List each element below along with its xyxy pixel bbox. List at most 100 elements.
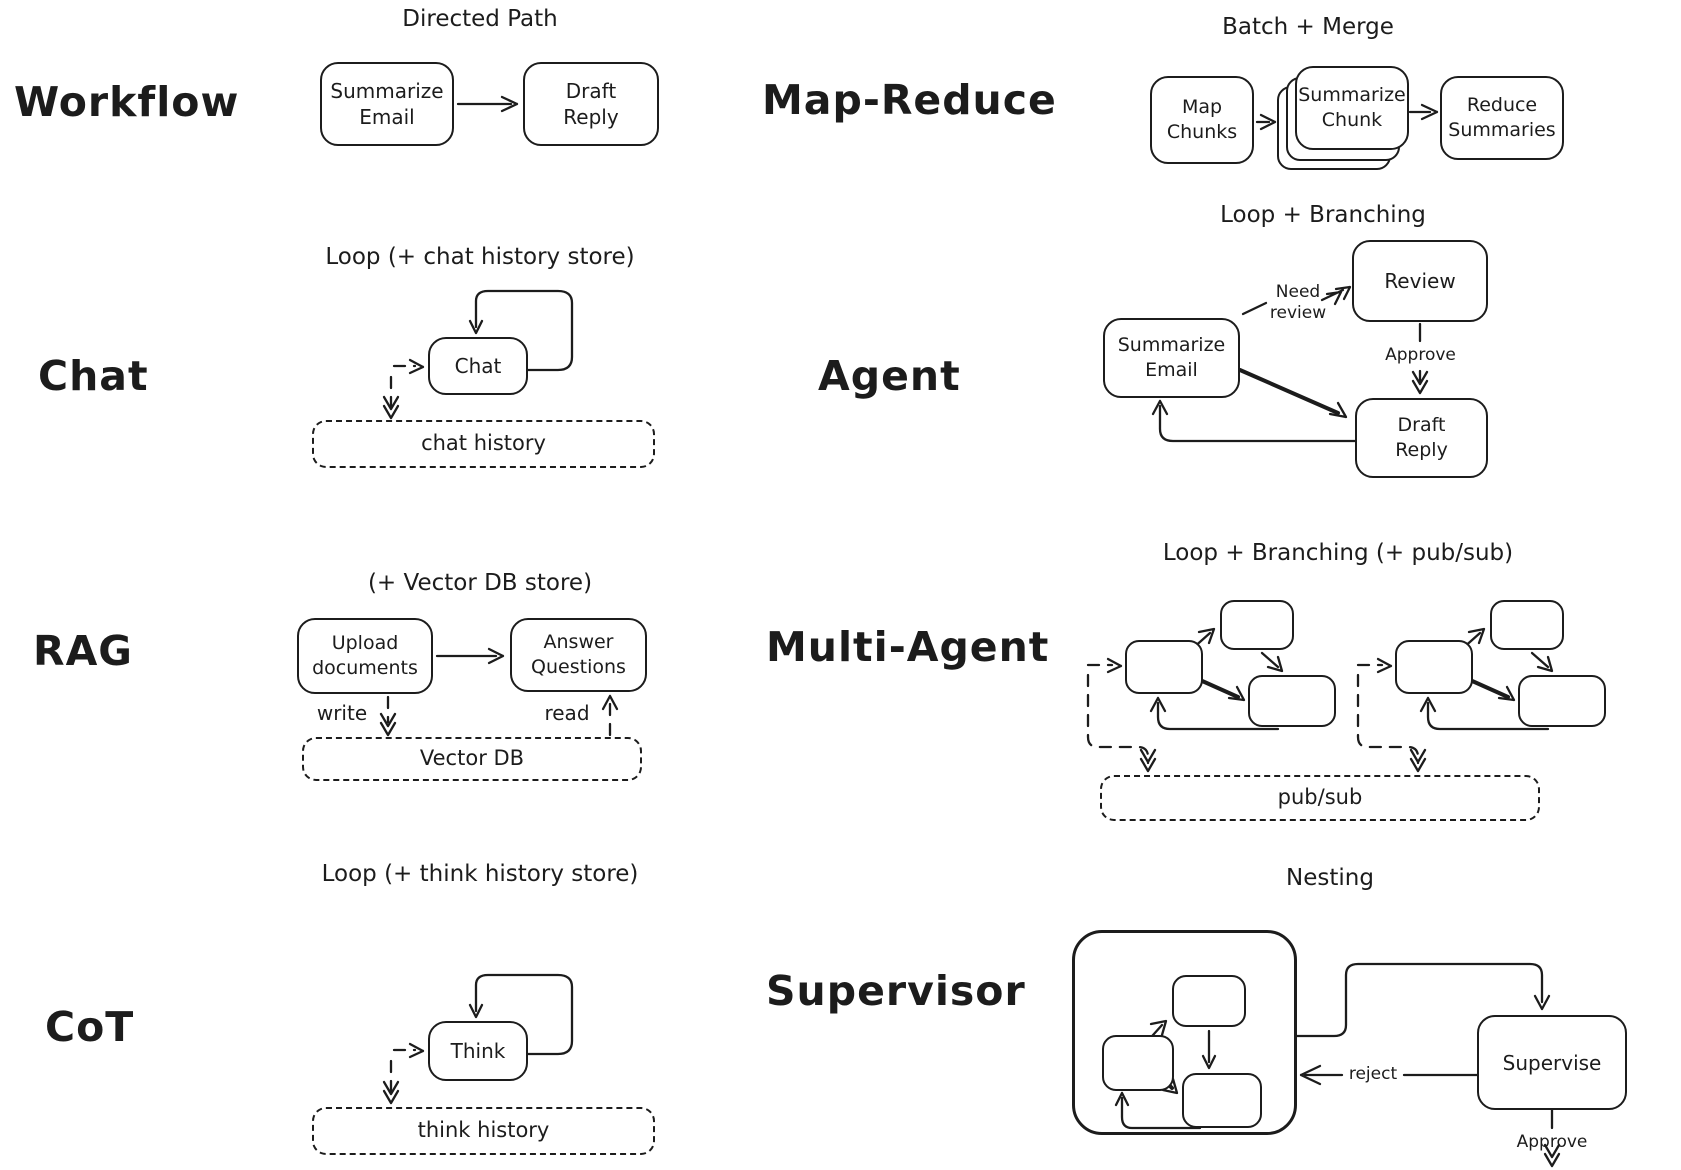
supervisor-inner-loop-bottom-to-left [1114,1091,1202,1130]
cot-panel: CoT Loop (+ think history store) Think t… [0,845,700,1170]
supervisor-edge-label-approve: Approve [1516,1132,1588,1152]
supervisor-label: Supervisor [766,967,1026,1015]
multi-agent-title: Loop + Branching (+ pub/sub) [1162,540,1514,566]
chat-label: Chat [38,352,149,400]
workflow-node-draft-reply: Draft Reply [523,62,659,146]
map-reduce-arrow-stack-to-reduce [1408,103,1439,121]
multi-agent-wires [1086,627,1554,773]
multi-agent-c1-dashed-in-head [1106,657,1123,674]
supervisor-inner-box-bottom [1182,1073,1262,1128]
supervisor-approve-arrowhead [1543,1143,1561,1168]
rag-node-upload-documents: Upload documents [297,618,433,694]
workflow-title: Directed Path [402,6,558,32]
cot-history-in-arrowhead [408,1042,425,1059]
multi-agent-c2-arrow-left-to-bottom-head [1497,685,1516,702]
chat-history-down-arrowhead [382,395,400,420]
rag-node-answer-questions: Answer Questions [510,618,647,692]
agent-wires [1151,285,1429,443]
multi-agent-c2-loop-bottom-to-left [1419,696,1550,731]
cot-node-think: Think [428,1021,528,1081]
supervisor-reject-arrowhead [1299,1064,1322,1086]
multi-agent-c1-arrow-left-to-bottom [1198,678,1240,699]
multi-agent-c1-box-bottom [1248,675,1336,727]
supervisor-node-supervise: Supervise [1477,1015,1627,1110]
map-reduce-panel: Map-Reduce Batch + Merge Map Chunks Summ… [700,0,1681,200]
rag-write-arrowhead [379,712,397,737]
cot-history-down-arrowhead [382,1080,400,1105]
workflow-wires [456,95,519,113]
agent-panel: Agent Loop + Branching Review Summarize … [700,190,1681,510]
chat-node-chat-history: chat history [312,420,655,468]
supervisor-inner-arrow-left-to-bottom-head [1161,1077,1179,1095]
rag-title: (+ Vector DB store) [367,570,593,596]
agent-label: Agent [818,352,961,400]
multi-agent-label: Multi-Agent [766,623,1050,671]
multi-agent-c2-box-top [1490,600,1564,650]
chat-node-chat: Chat [428,337,528,395]
supervisor-wires [1114,962,1561,1168]
workflow-label: Workflow [14,78,240,126]
agent-arrow-summarize-to-draft [1238,368,1340,415]
multi-agent-c2-pubsub-drop-head [1409,748,1427,773]
rag-arrow-upload-to-answer [435,647,505,665]
multi-agent-c2-box-bottom [1518,675,1606,727]
chat-wires [382,289,574,420]
map-reduce-node-summarize-chunk: Summarize Chunk [1295,66,1409,150]
multi-agent-c1-loop-bottom-to-left [1149,696,1280,731]
rag-edge-label-write: write [316,701,368,725]
multi-agent-c1-pubsub-drop-head [1139,748,1157,773]
multi-agent-c2-box-left [1395,640,1473,694]
workflow-node-summarize-email: Summarize Email [320,62,454,146]
agent-arrow-draft-to-summarize [1151,399,1357,443]
workflow-panel: Workflow Directed Path Summarize Email D… [0,0,700,190]
map-reduce-node-reduce-summaries: Reduce Summaries [1440,76,1564,160]
cot-label: CoT [45,1003,135,1051]
rag-panel: RAG (+ Vector DB store) Upload documents… [0,545,700,845]
multi-agent-c1-box-top [1220,600,1294,650]
multi-agent-c2-pubsub-drop [1356,673,1420,765]
map-reduce-arrow-map-to-stack [1255,113,1277,131]
map-reduce-label: Map-Reduce [762,76,1057,124]
multi-agent-c1-box-left [1125,640,1203,694]
supervisor-edge-label-reject: reject [1348,1064,1398,1084]
rag-read-arrowhead [601,694,619,711]
agent-node-review: Review [1352,240,1488,322]
supervisor-panel: Supervisor Nesting Supervise reject Appr… [700,845,1681,1170]
map-reduce-title: Batch + Merge [1222,14,1394,40]
supervisor-inner-box-left [1102,1035,1174,1091]
supervisor-inner-box-top [1172,975,1246,1027]
multi-agent-c1-pubsub-drop [1086,673,1150,765]
rag-label: RAG [33,627,133,675]
workflow-arrow-summarize-to-draft [456,95,519,113]
agent-need-review-connector [1241,301,1268,316]
cot-title: Loop (+ think history store) [321,861,639,887]
chat-panel: Chat Loop (+ chat history store) Chat ch… [0,230,700,505]
multi-agent-c1-arrow-top-to-bottom [1260,651,1284,673]
supervisor-title: Nesting [1286,865,1374,891]
agent-node-draft-reply: Draft Reply [1355,398,1488,478]
cot-wires [382,973,574,1105]
agent-title: Loop + Branching [1220,202,1426,228]
cot-self-loop-arrow [468,973,574,1056]
agent-node-summarize-email: Summarize Email [1103,318,1240,398]
agent-edge-label-need-review: Need review [1269,282,1327,324]
agent-arrow-summarize-to-review [1320,285,1352,306]
rag-edge-label-read: read [544,701,590,725]
map-reduce-node-map-chunks: Map Chunks [1150,76,1254,164]
multi-agent-node-pub-sub: pub/sub [1100,775,1540,821]
agent-edge-label-approve: Approve [1385,345,1456,365]
multi-agent-c2-arrow-left-to-bottom [1468,678,1510,699]
multi-agent-panel: Multi-Agent Loop + Branching (+ pub/sub)… [700,515,1681,905]
rag-node-vector-db: Vector DB [302,737,642,781]
chat-self-loop-arrow [468,289,574,372]
chat-title: Loop (+ chat history store) [325,244,635,270]
cot-node-think-history: think history [312,1107,655,1155]
supervisor-arrow-container-to-supervise [1295,962,1551,1038]
multi-agent-c2-dashed-in-head [1376,657,1393,674]
agent-arrow-summarize-to-draft-head [1328,401,1348,419]
rag-wires [379,647,619,737]
multi-agent-c1-arrow-left-to-bottom-head [1227,685,1246,702]
agent-arrow-review-to-draft-lower [1411,369,1429,395]
map-reduce-wires [1255,103,1439,131]
